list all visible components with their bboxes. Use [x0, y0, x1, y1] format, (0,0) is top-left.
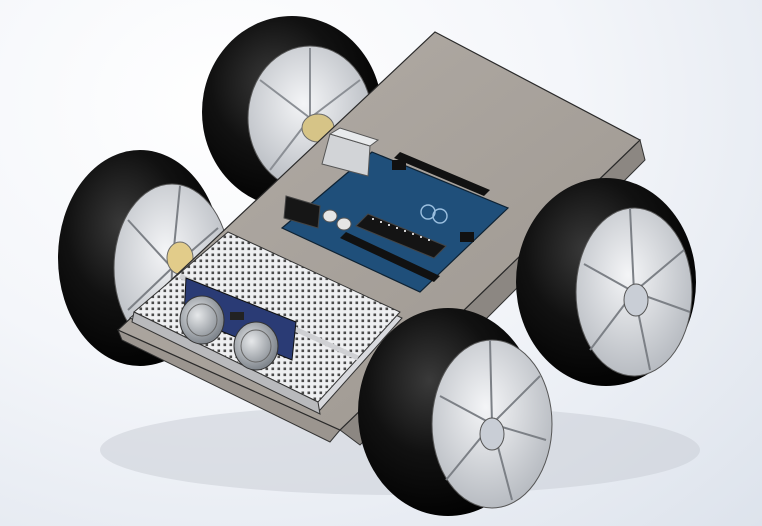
arduino-board — [280, 127, 510, 293]
sensor-transducer-left — [179, 295, 225, 345]
ultrasonic-sensor — [179, 277, 297, 371]
wheel-front-right — [358, 308, 553, 516]
sensor-transducer-right — [233, 321, 279, 371]
wheel-rear-right — [516, 178, 696, 386]
